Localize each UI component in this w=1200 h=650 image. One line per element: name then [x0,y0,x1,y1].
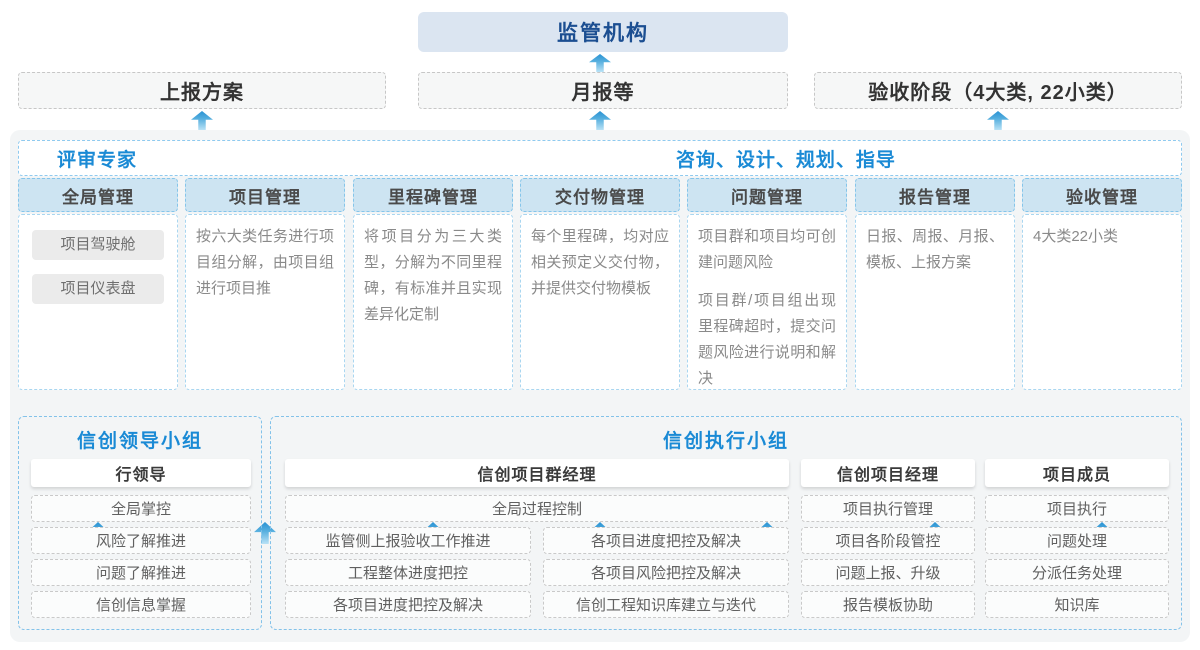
list-item: 全局过程控制 [285,495,789,522]
column-header: 交付物管理 [520,178,680,212]
group-leader-team: 信创领导小组 行领导 全局掌控 风险了解推进 问题了解推进 信创信息掌握 [18,416,262,630]
consult-design-title: 咨询、设计、规划、指导 [675,149,896,171]
column-milestone-mgmt: 里程碑管理 将项目分为三大类型，分解为不同里程碑，有标准并且实现差异化定制 [353,178,513,390]
role-bank-leader: 行领导 [31,459,251,487]
list-item: 项目各阶段管控 [801,527,975,554]
column-paragraph: 4大类22小类 [1033,228,1119,245]
list-item: 工程整体进度把控 [285,559,531,586]
list-item: 各项目风险把控及解决 [543,559,789,586]
list-item: 各项目进度把控及解决 [543,527,789,554]
column-body: 项目驾驶舱 项目仪表盘 [18,214,178,390]
list-item: 项目执行 [985,495,1169,522]
report-box-monthly: 月报等 [418,72,788,109]
column-body: 每个里程碑，均对应相关预定义交付物，并提供交付物模板 [520,214,680,390]
list-item: 信创工程知识库建立与迭代 [543,591,789,618]
column-header: 报告管理 [855,178,1015,212]
list-item: 问题上报、升级 [801,559,975,586]
column-body: 将项目分为三大类型，分解为不同里程碑，有标准并且实现差异化定制 [353,214,513,390]
up-arrow-icon [589,111,611,130]
list-item: 全局掌控 [31,495,251,522]
column-body: 日报、周报、月报、模板、上报方案 [855,214,1015,390]
group-executor-team: 信创执行小组 信创项目群经理 全局过程控制 监管侧上报验收工作推进 工程整体进度… [270,416,1182,630]
chip-project-dashboard: 项目仪表盘 [32,274,164,304]
column-header: 项目管理 [185,178,345,212]
up-arrow-icon [589,54,611,72]
report-box-acceptance: 验收阶段（4大类, 22小类） [814,72,1182,109]
review-experts-title: 评审专家 [57,149,138,171]
role-program-manager: 信创项目群经理 [285,459,789,487]
regulator-box: 监管机构 [418,12,788,52]
list-item: 问题处理 [985,527,1169,554]
chip-project-cockpit: 项目驾驶舱 [32,230,164,260]
leader-team-title: 信创领导小组 [76,430,203,452]
executor-team-title: 信创执行小组 [662,430,789,452]
up-arrow-icon [987,111,1009,130]
up-arrow-icon [191,111,213,130]
column-body: 项目群和项目均可创建问题风险 项目群/项目组出现里程碑超时，提交问题风险进行说明… [687,214,847,390]
column-paragraph: 将项目分为三大类型，分解为不同里程碑，有标准并且实现差异化定制 [364,228,502,323]
list-item: 信创信息掌握 [31,591,251,618]
column-paragraph: 日报、周报、月报、模板、上报方案 [866,228,1004,271]
report-monthly-label: 月报等 [571,82,635,104]
column-body: 按六大类任务进行项目组分解，由项目组进行项目推 [185,214,345,390]
column-project-mgmt: 项目管理 按六大类任务进行项目组分解，由项目组进行项目推 [185,178,345,390]
column-issue-mgmt: 问题管理 项目群和项目均可创建问题风险 项目群/项目组出现里程碑超时，提交问题风… [687,178,847,390]
list-item: 问题了解推进 [31,559,251,586]
column-paragraph: 项目群和项目均可创建问题风险 [698,228,836,271]
list-item: 分派任务处理 [985,559,1169,586]
regulator-label: 监管机构 [557,22,649,45]
column-header: 验收管理 [1022,178,1182,212]
list-item: 风险了解推进 [31,527,251,554]
column-acceptance-mgmt: 验收管理 4大类22小类 [1022,178,1182,390]
column-body: 4大类22小类 [1022,214,1182,390]
report-plan-label: 上报方案 [160,82,244,104]
column-global-mgmt: 全局管理 项目驾驶舱 项目仪表盘 [18,178,178,390]
column-paragraph: 按六大类任务进行项目组分解，由项目组进行项目推 [196,228,334,297]
consult-strip: 评审专家 咨询、设计、规划、指导 [18,140,1182,176]
column-header: 里程碑管理 [353,178,513,212]
list-item: 各项目进度把控及解决 [285,591,531,618]
list-item: 监管侧上报验收工作推进 [285,527,531,554]
column-deliverable-mgmt: 交付物管理 每个里程碑，均对应相关预定义交付物，并提供交付物模板 [520,178,680,390]
column-paragraph: 每个里程碑，均对应相关预定义交付物，并提供交付物模板 [531,228,669,297]
column-paragraph: 项目群/项目组出现里程碑超时，提交问题风险进行说明和解决 [698,292,836,387]
column-header: 问题管理 [687,178,847,212]
column-report-mgmt: 报告管理 日报、周报、月报、模板、上报方案 [855,178,1015,390]
platform-container: 评审专家 咨询、设计、规划、指导 全局管理 项目驾驶舱 项目仪表盘 项目管理 按… [10,130,1190,642]
list-item: 报告模板协助 [801,591,975,618]
column-header: 全局管理 [18,178,178,212]
list-item: 知识库 [985,591,1169,618]
role-project-manager: 信创项目经理 [801,459,975,487]
role-project-member: 项目成员 [985,459,1169,487]
report-acceptance-label: 验收阶段（4大类, 22小类） [868,82,1128,104]
report-box-plan: 上报方案 [18,72,386,109]
list-item: 项目执行管理 [801,495,975,522]
